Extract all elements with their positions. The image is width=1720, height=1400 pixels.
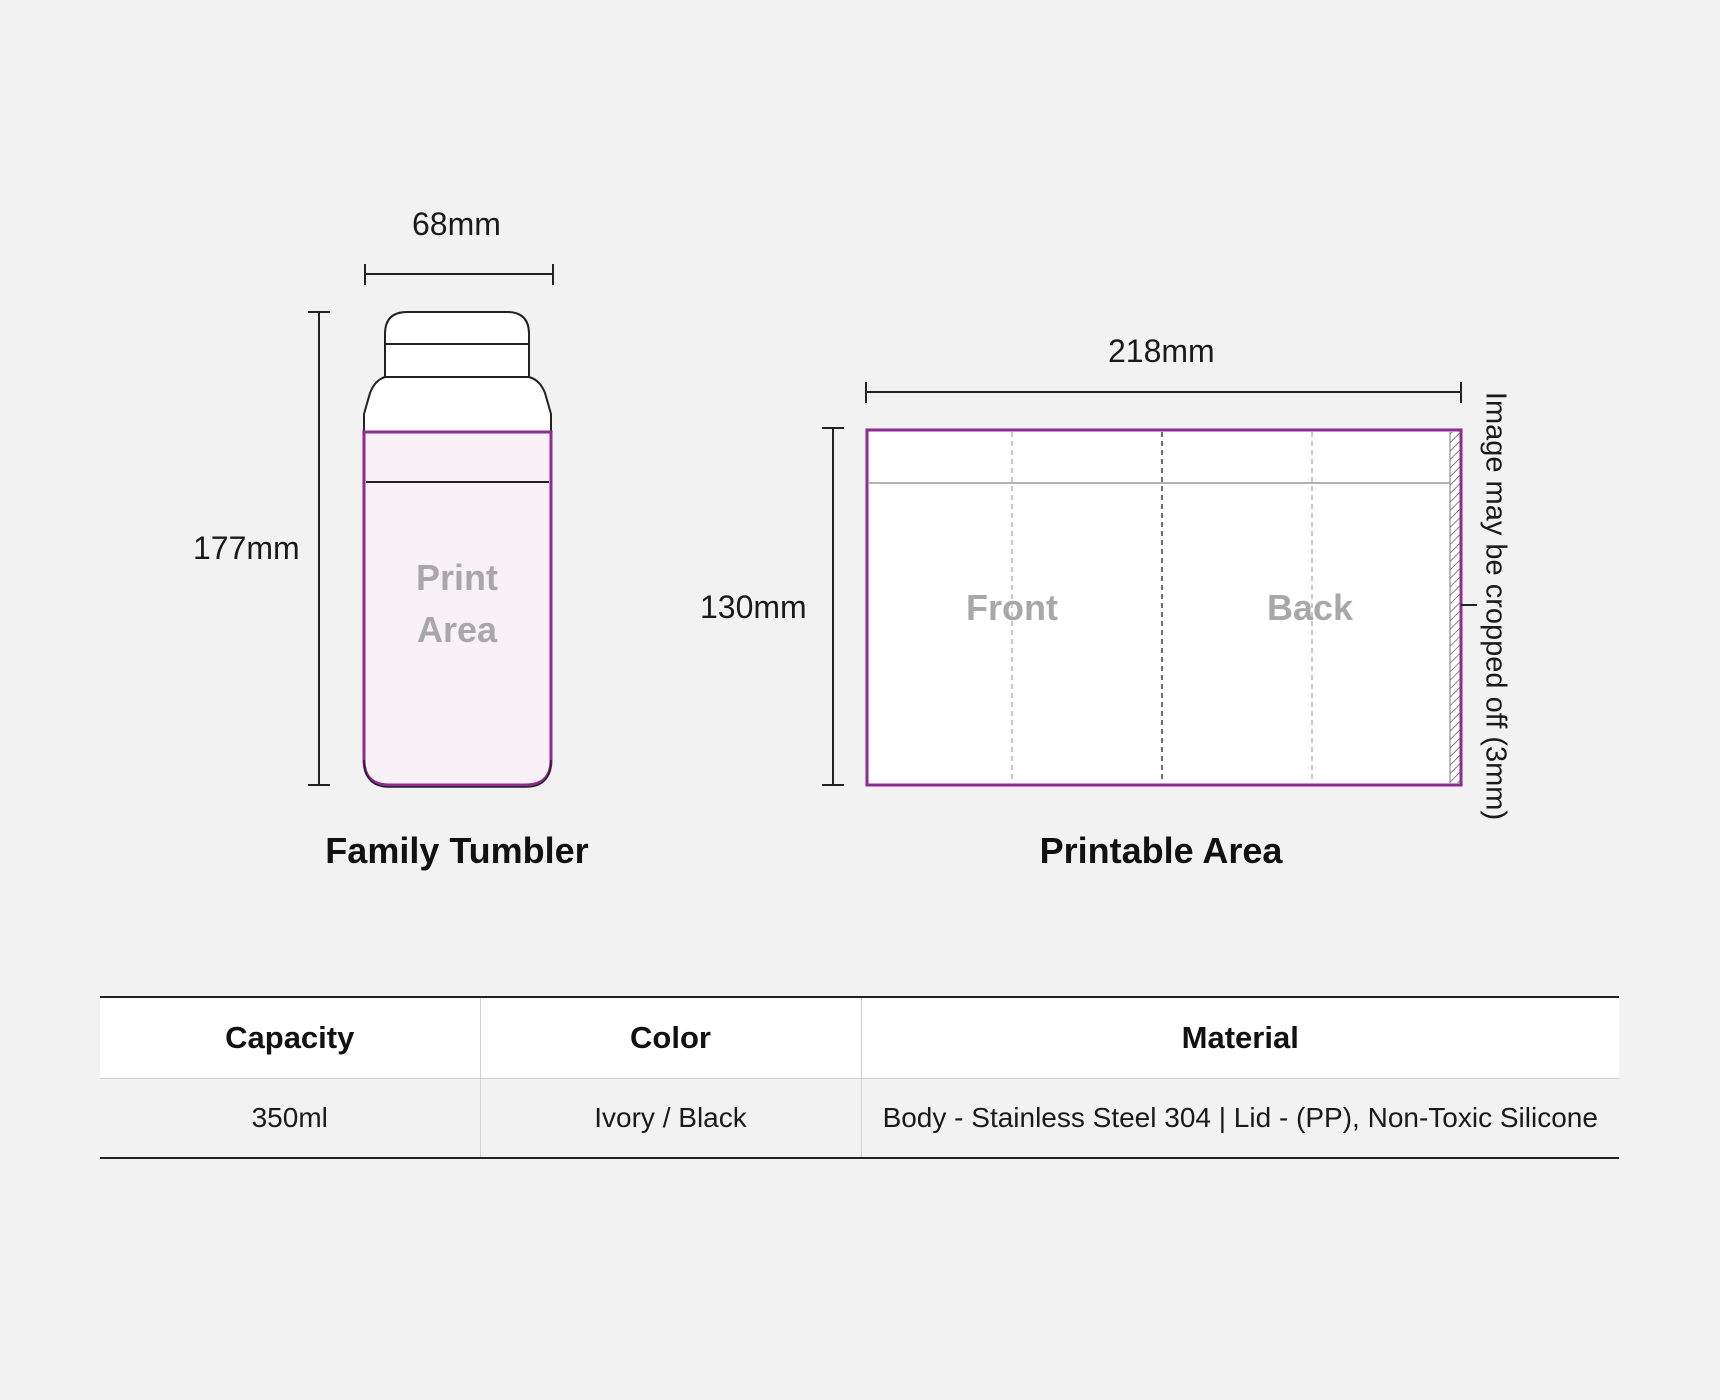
tumbler-height-dimension	[308, 311, 330, 786]
spec-table: Capacity Color Material 350ml Ivory / Bl…	[100, 996, 1619, 1159]
back-label: Back	[1266, 587, 1354, 628]
print-area-line1: Print	[415, 557, 499, 598]
front-label: Front	[966, 587, 1058, 628]
crop-note: Image may be cropped off (3mm)	[1479, 391, 1512, 821]
table-row: 350ml Ivory / Black Body - Stainless Ste…	[100, 1078, 1619, 1159]
capacity-header: Capacity	[100, 996, 480, 1079]
printable-height-label: 130mm	[700, 589, 807, 625]
tumbler-illustration	[362, 311, 553, 788]
material-value: Body - Stainless Steel 304 | Lid - (PP),…	[860, 1078, 1619, 1159]
printable-width-dimension	[865, 382, 1462, 403]
printable-height-dimension	[822, 427, 844, 786]
crop-hatch-zone	[1450, 432, 1460, 783]
tumbler-height-label: 177mm	[193, 530, 300, 566]
tumbler-title: Family Tumbler	[325, 830, 589, 871]
tumbler-print-area-label: Print Area	[416, 552, 498, 656]
tumbler-shoulder	[363, 376, 552, 433]
spec-header-row: Capacity Color Material	[100, 996, 1619, 1079]
printable-title: Printable Area	[1039, 830, 1283, 871]
printable-area-rect	[865, 428, 1477, 787]
color-value: Ivory / Black	[479, 1078, 861, 1159]
printable-width-label: 218mm	[1108, 333, 1215, 369]
print-area-line2: Area	[416, 609, 498, 650]
tumbler-width-dimension	[364, 264, 554, 285]
tumbler-width-label: 68mm	[412, 206, 501, 242]
material-header: Material	[860, 996, 1619, 1079]
capacity-value: 350ml	[100, 1078, 480, 1159]
color-header: Color	[479, 996, 861, 1079]
